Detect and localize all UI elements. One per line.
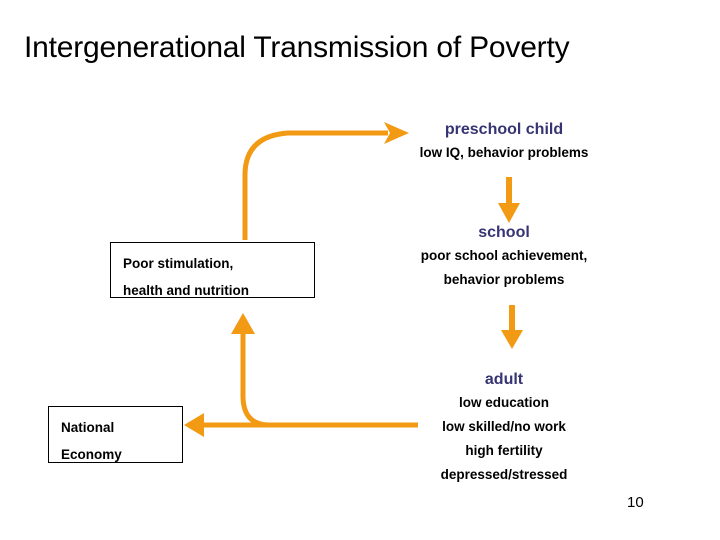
arrow-adult-to-economy-icon xyxy=(184,413,418,437)
arrow-economy-to-stimulation-icon xyxy=(231,313,300,428)
stage-title: preschool child xyxy=(444,121,564,138)
arrow-school-to-adult-icon xyxy=(501,305,523,349)
stage-preschool-child: preschool child low IQ, behavior problem… xyxy=(379,119,629,165)
stage-detail-line: depressed/stressed xyxy=(440,467,568,482)
arrow-preschool-to-school-icon xyxy=(498,177,520,223)
node-box-line: health and nutrition xyxy=(123,283,249,298)
node-box-line: National xyxy=(61,420,115,435)
node-box-poor-stimulation: Poor stimulation, health and nutrition xyxy=(110,242,315,298)
stage-title: school xyxy=(478,224,530,241)
node-box-line: Economy xyxy=(61,447,122,462)
stage-title: adult xyxy=(484,371,524,388)
node-box-national-economy: National Economy xyxy=(48,406,183,463)
stage-detail-line: low education xyxy=(458,395,549,410)
stage-detail-line: behavior problems xyxy=(443,272,565,287)
node-box-line: Poor stimulation, xyxy=(123,256,234,271)
stage-school: school poor school achievement, behavior… xyxy=(379,222,629,292)
stage-detail-line: low IQ, behavior problems xyxy=(419,145,589,160)
stage-adult: adult low education low skilled/no work … xyxy=(379,369,629,487)
page-title: Intergenerational Transmission of Povert… xyxy=(24,31,570,64)
stage-detail-line: high fertility xyxy=(465,443,543,458)
stage-detail-line: low skilled/no work xyxy=(442,419,566,434)
page-number: 10 xyxy=(627,494,644,511)
arrow-stimulation-to-preschool-icon xyxy=(242,122,409,240)
stage-detail-line: poor school achievement, xyxy=(420,248,588,263)
